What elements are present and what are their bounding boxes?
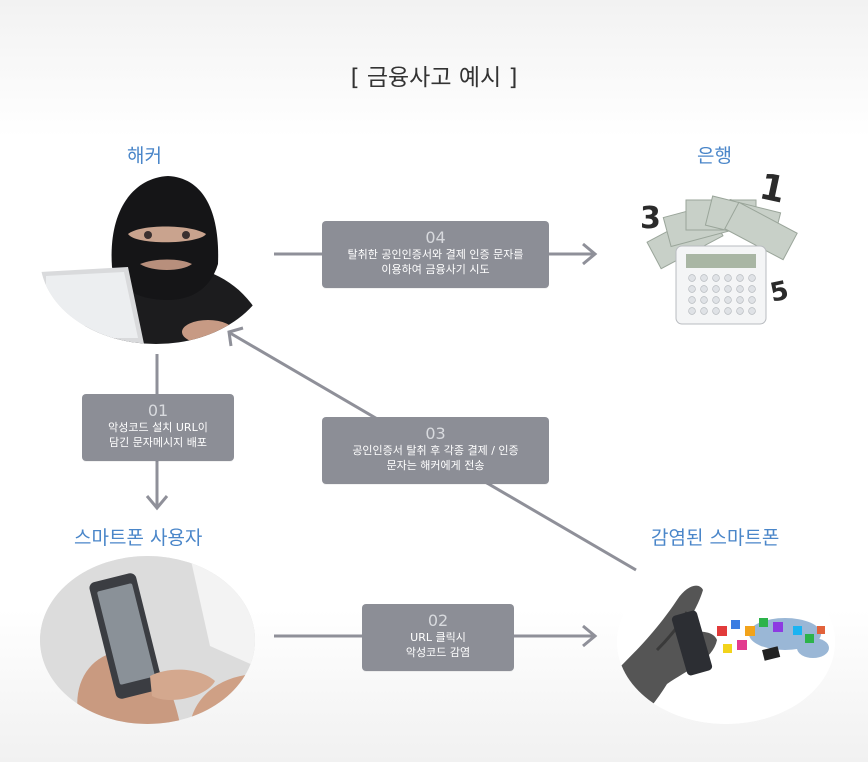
bank-number-right: 5 [768, 276, 792, 309]
arrowhead-04 [582, 242, 598, 266]
arrowhead-01 [145, 495, 169, 511]
hacker-illustration [40, 172, 272, 344]
bank-image: 3 1 5 [636, 166, 806, 330]
smartphone-user-illustration [40, 556, 255, 724]
smartphone-user-image [40, 556, 255, 724]
step-01-text: 악성코드 설치 URL이 담긴 문자메시지 배포 [108, 421, 208, 449]
node-label-user: 스마트폰 사용자 [74, 527, 203, 549]
infected-smartphone-image [617, 560, 835, 724]
step-02: 02 URL 클릭시 악성코드 감염 [362, 604, 514, 671]
step-03-text: 공인인증서 탈취 후 각종 결제 / 인증 문자는 해커에게 전송 [352, 444, 519, 472]
step-04-text: 탈취한 공인인증서와 결제 인증 문자를 이용하여 금융사기 시도 [347, 248, 524, 276]
step-04: 04 탈취한 공인인증서와 결제 인증 문자를 이용하여 금융사기 시도 [322, 221, 549, 288]
arrowhead-02 [582, 624, 598, 648]
step-03-number: 03 [425, 424, 446, 443]
step-03: 03 공인인증서 탈취 후 각종 결제 / 인증 문자는 해커에게 전송 [322, 417, 549, 484]
step-01: 01 악성코드 설치 URL이 담긴 문자메시지 배포 [82, 394, 234, 461]
arrowhead-03 [227, 326, 244, 347]
bank-illustration: 3 1 5 [640, 166, 798, 325]
node-label-infected: 감염된 스마트폰 [651, 527, 780, 549]
bank-number-top: 1 [756, 170, 789, 212]
hacker-image [40, 172, 272, 344]
diagram-title: [ 금융사고 예시 ] [350, 65, 518, 91]
step-02-text: URL 클릭시 악성코드 감염 [405, 631, 471, 659]
step-04-number: 04 [425, 228, 446, 247]
bank-number-left: 3 [640, 201, 661, 236]
node-label-bank: 은행 [697, 145, 732, 167]
node-label-hacker: 해커 [127, 145, 162, 167]
infected-smartphone-illustration [617, 560, 835, 724]
step-01-number: 01 [147, 401, 169, 420]
step-02-number: 02 [427, 611, 449, 630]
